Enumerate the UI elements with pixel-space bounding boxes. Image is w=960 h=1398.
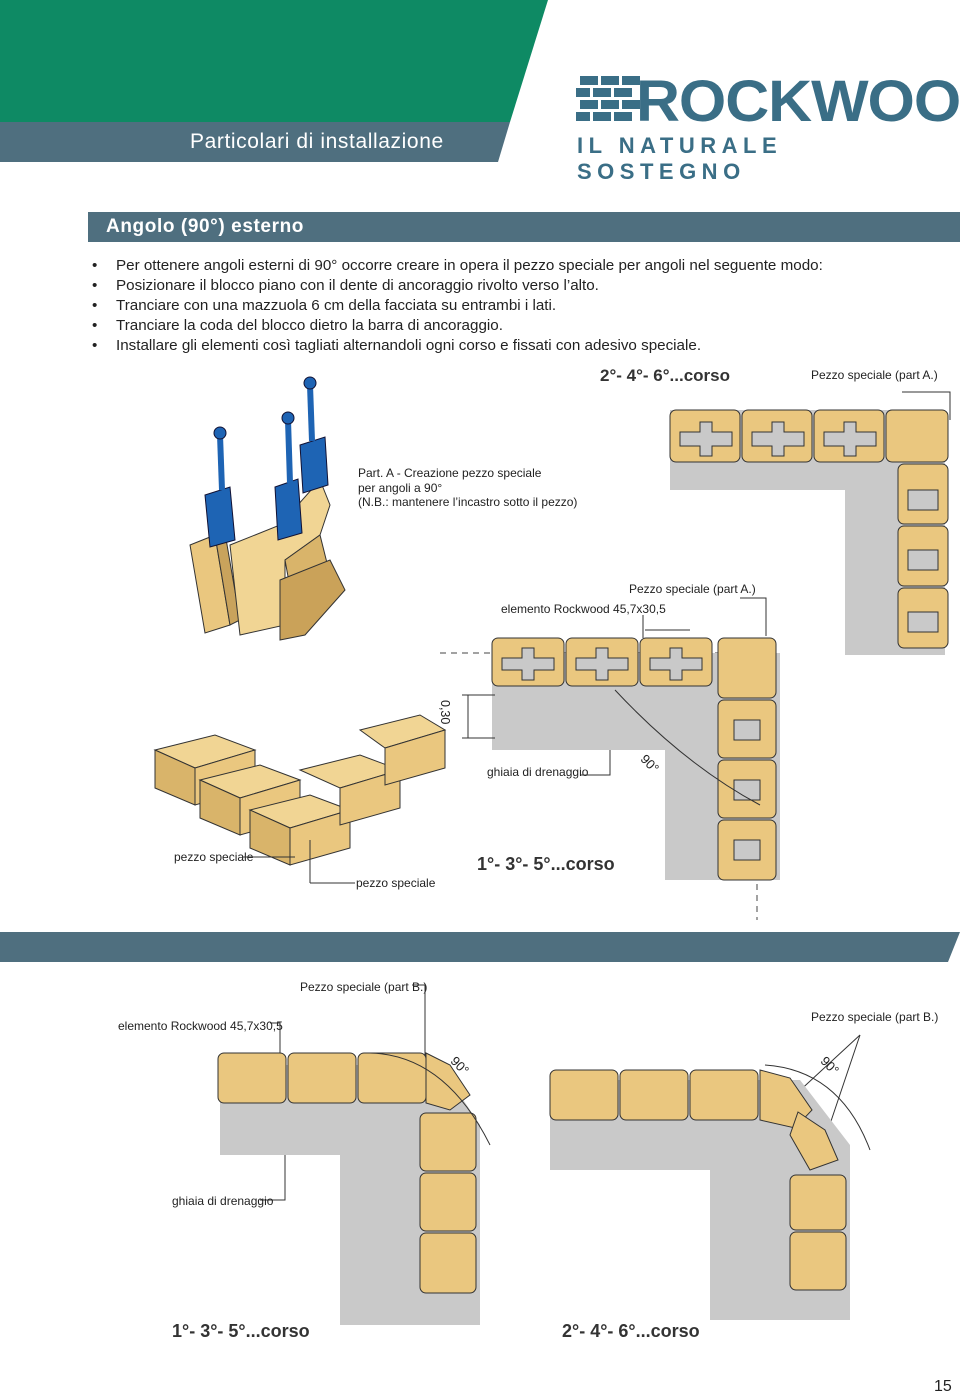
special-piece-label-left: pezzo speciale xyxy=(174,850,254,864)
section-divider-band xyxy=(0,932,960,962)
part-a-caption-line1: Part. A - Creazione pezzo speciale xyxy=(358,466,542,480)
block-cutting-illustration xyxy=(189,376,346,641)
instruction-list: Per ottenere angoli esterni di 90° occor… xyxy=(92,256,823,356)
brand-slogan: IL NATURALE SOSTEGNO xyxy=(577,133,783,184)
course-even-label: 2°- 4°- 6°...corso xyxy=(600,366,730,385)
gravel-label-middle: ghiaia di drenaggio xyxy=(487,765,589,779)
course-even-label-bottom: 2°- 4°- 6°...corso xyxy=(562,1321,700,1341)
course-odd-label-bottom: 1°- 3°- 5°...corso xyxy=(172,1321,310,1341)
header-green-band xyxy=(0,0,548,122)
special-piece-a-label-2: Pezzo speciale (part A.) xyxy=(629,582,756,596)
instruction-item: Posizionare il blocco piano con il dente… xyxy=(92,276,823,296)
instruction-item: Per ottenere angoli esterni di 90° occor… xyxy=(92,256,823,276)
element-label-top: elemento Rockwood 45,7x30,5 xyxy=(501,602,666,616)
instruction-item: Tranciare la coda del blocco dietro la b… xyxy=(92,316,823,336)
header-title-bar xyxy=(0,122,510,162)
element-label-bottom: elemento Rockwood 45,7x30,5 xyxy=(118,1019,283,1033)
plan-diagram-bottom-right xyxy=(549,1034,871,1320)
course-odd-label-middle: 1°- 3°- 5°...corso xyxy=(477,854,615,874)
page-number: 15 xyxy=(934,1378,952,1395)
section-bar xyxy=(88,212,960,242)
special-piece-label-bottom: pezzo speciale xyxy=(356,876,436,890)
instruction-item: Tranciare con una mazzuola 6 cm della fa… xyxy=(92,296,823,316)
part-a-caption-line3: (N.B.: mantenere l’incastro sotto il pez… xyxy=(358,495,578,509)
special-piece-a-label: Pezzo speciale (part A.) xyxy=(811,368,938,382)
special-piece-b-label-right: Pezzo speciale (part B.) xyxy=(811,1010,939,1024)
stacked-corner-wall-illustration xyxy=(153,714,447,866)
brick-logo-icon xyxy=(576,76,640,121)
brand-name: ROCKWOOD xyxy=(636,69,960,134)
plan-diagram-top-right xyxy=(669,391,951,655)
plan-diagram-bottom-left xyxy=(217,984,491,1325)
brand-logo: ROCKWOOD xyxy=(576,69,960,134)
page-header-title: Particolari di installazione xyxy=(190,130,444,153)
section-title: Angolo (90°) esterno xyxy=(106,216,305,237)
part-a-caption-line2: per angoli a 90° xyxy=(358,481,443,495)
special-piece-leader-lines xyxy=(242,840,355,884)
special-piece-b-label-left: Pezzo speciale (part B.) xyxy=(300,980,428,994)
gravel-label-bottom: ghiaia di drenaggio xyxy=(172,1194,274,1208)
plan-diagram-middle xyxy=(440,597,780,920)
instruction-item: Installare gli elementi così tagliati al… xyxy=(92,336,823,356)
